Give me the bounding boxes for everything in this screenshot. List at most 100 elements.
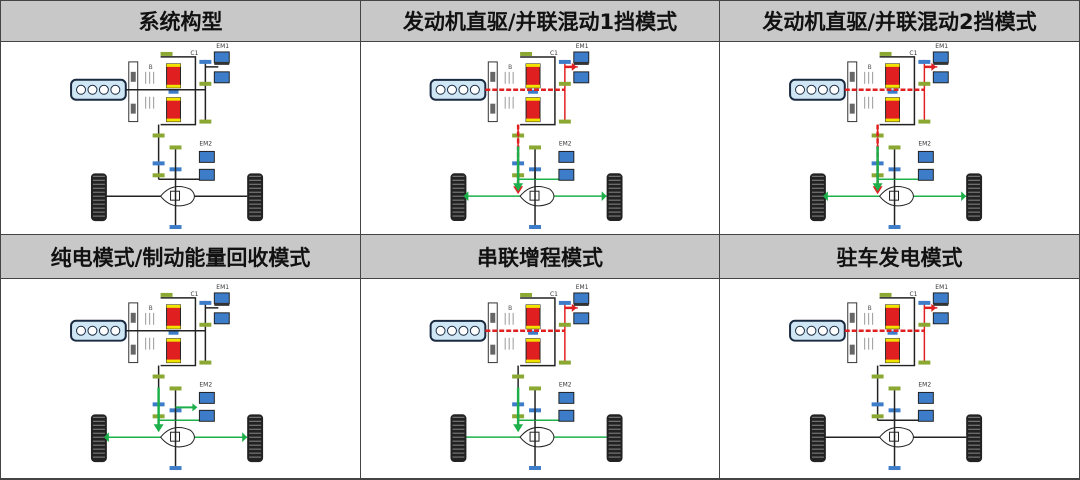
- svg-text:B: B: [149, 305, 153, 312]
- motor-em2: EM2: [917, 381, 934, 422]
- svg-text:EM1: EM1: [216, 43, 229, 50]
- motor-em1: EM1: [932, 284, 949, 325]
- motor-em2: EM2: [917, 140, 934, 181]
- svg-text:EM2: EM2: [199, 381, 212, 388]
- wheel-icon: [450, 414, 467, 463]
- svg-text:B: B: [868, 64, 872, 71]
- wheel-icon: [90, 173, 107, 222]
- motor-em2: EM2: [558, 140, 575, 181]
- svg-text:C1: C1: [190, 291, 198, 298]
- planetary-gear: [525, 63, 541, 89]
- wheel-icon: [966, 414, 983, 463]
- engine: [70, 78, 127, 101]
- motor-em2: EM2: [198, 381, 215, 422]
- clutch-c1: [160, 56, 197, 126]
- wheel-icon: [90, 414, 107, 463]
- svg-text:EM1: EM1: [576, 43, 589, 50]
- svg-text:EM1: EM1: [216, 284, 229, 291]
- flywheel: [847, 61, 858, 123]
- svg-text:C1: C1: [550, 291, 558, 298]
- svg-text:EM2: EM2: [199, 140, 212, 147]
- planetary-gear: [166, 304, 181, 330]
- brake-b: B: [504, 64, 514, 109]
- flywheel: [128, 61, 139, 123]
- brake-b: B: [504, 305, 514, 350]
- motor-em2: EM2: [558, 381, 575, 422]
- brake-b: B: [864, 64, 874, 109]
- planetary-gear: [525, 338, 541, 364]
- flywheel: [487, 61, 498, 123]
- svg-text:EM1: EM1: [935, 284, 948, 291]
- mode-header: 发动机直驱/并联混动1挡模式: [361, 1, 720, 42]
- mode-header: 驻车发电模式: [720, 235, 1079, 279]
- clutch-c1: [160, 297, 197, 367]
- svg-text:EM1: EM1: [935, 43, 948, 50]
- motor-em1: EM1: [213, 284, 230, 325]
- wheel-icon: [966, 173, 983, 222]
- brake-b: B: [145, 305, 155, 350]
- engine: [429, 319, 487, 342]
- wheel-icon: [450, 173, 467, 222]
- svg-text:EM2: EM2: [918, 140, 931, 147]
- planetary-gear: [166, 338, 181, 364]
- svg-text:EM2: EM2: [559, 381, 572, 388]
- svg-text:B: B: [508, 305, 512, 312]
- svg-text:C1: C1: [909, 291, 917, 298]
- brake-b: B: [864, 305, 874, 350]
- wheel-icon: [247, 173, 264, 222]
- planetary-gear: [885, 63, 900, 89]
- planetary-gear: [885, 304, 900, 330]
- mode-header: 串联增程模式: [361, 235, 720, 279]
- planetary-gear: [885, 338, 900, 364]
- wheel-icon: [606, 173, 623, 222]
- mode-header: 系统构型: [1, 1, 361, 42]
- svg-text:EM1: EM1: [576, 284, 589, 291]
- svg-text:B: B: [149, 64, 153, 71]
- planetary-gear: [166, 63, 181, 89]
- engine: [789, 319, 846, 342]
- svg-text:C1: C1: [550, 50, 558, 57]
- motor-em1: EM1: [932, 43, 949, 84]
- engine: [789, 78, 846, 101]
- svg-text:EM2: EM2: [918, 381, 931, 388]
- flywheel: [847, 302, 858, 364]
- mode-header: 纯电模式/制动能量回收模式: [1, 235, 361, 279]
- planetary-gear: [525, 304, 541, 330]
- planetary-gear: [166, 97, 181, 123]
- motor-em2: EM2: [198, 140, 215, 181]
- motor-em1: EM1: [213, 43, 230, 84]
- motor-em1: EM1: [573, 284, 590, 325]
- engine: [429, 78, 487, 101]
- svg-text:C1: C1: [190, 50, 198, 57]
- wheel-icon: [809, 173, 826, 222]
- planetary-gear: [885, 97, 900, 123]
- svg-text:B: B: [508, 64, 512, 71]
- clutch-c1: [879, 297, 916, 367]
- planetary-gear: [525, 97, 541, 123]
- engine: [70, 319, 127, 342]
- wheel-icon: [247, 414, 264, 463]
- motor-em1: EM1: [573, 43, 590, 84]
- svg-text:C1: C1: [909, 50, 917, 57]
- wheel-icon: [809, 414, 826, 463]
- brake-b: B: [145, 64, 155, 109]
- wheel-icon: [606, 414, 623, 463]
- flywheel: [487, 302, 498, 364]
- svg-text:B: B: [868, 305, 872, 312]
- svg-text:EM2: EM2: [559, 140, 572, 147]
- flywheel: [128, 302, 139, 364]
- mode-header: 发动机直驱/并联混动2挡模式: [720, 1, 1079, 42]
